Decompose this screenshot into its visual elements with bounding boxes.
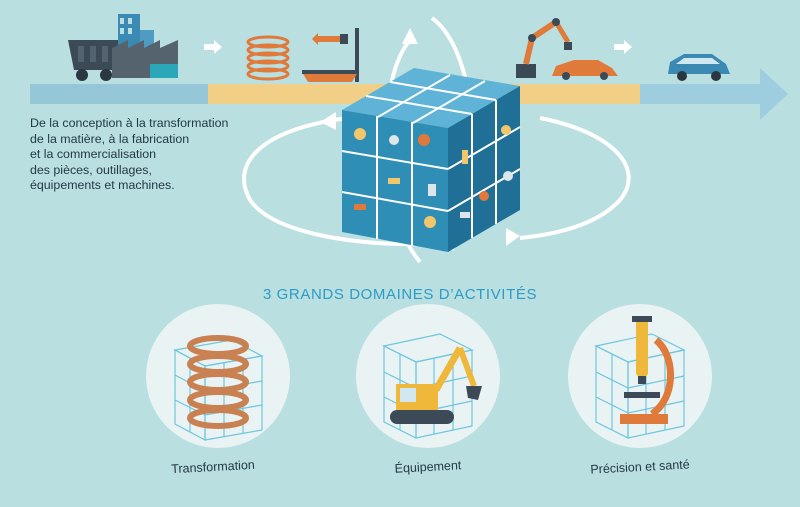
description-line: et la commercialisation [30, 147, 157, 162]
robot-arm-icon [516, 18, 572, 78]
process-arrow [204, 40, 222, 54]
excavator-icon [390, 346, 482, 424]
spring-icon [246, 35, 290, 81]
car-body-icon [552, 60, 618, 80]
orbit-arrowhead [320, 112, 336, 130]
orbit-arrowhead [402, 28, 418, 44]
section-heading: 3 GRANDS DOMAINES D’ACTIVITÉS [262, 286, 538, 303]
description-text: De la conception à la transformation de … [30, 116, 270, 194]
microscope-icon [620, 316, 674, 424]
mine-cart-icon [68, 40, 120, 81]
domain-transformation [146, 304, 290, 448]
description-line: de la matière, à la fabrication [30, 131, 190, 146]
screw-icon [302, 28, 359, 82]
domain-equipement [356, 304, 500, 448]
car-icon [668, 54, 730, 81]
description-line: équipements et machines. [30, 178, 175, 193]
spring-icon [187, 335, 249, 429]
description-line: des pièces, outillages, [30, 162, 152, 177]
domain-precision-sante [568, 304, 712, 448]
orbit-arrowhead [506, 228, 520, 246]
description-line: De la conception à la transformation [30, 116, 229, 130]
tool-cube [341, 68, 521, 252]
process-arrow [614, 40, 632, 54]
factory-icon [112, 14, 178, 78]
